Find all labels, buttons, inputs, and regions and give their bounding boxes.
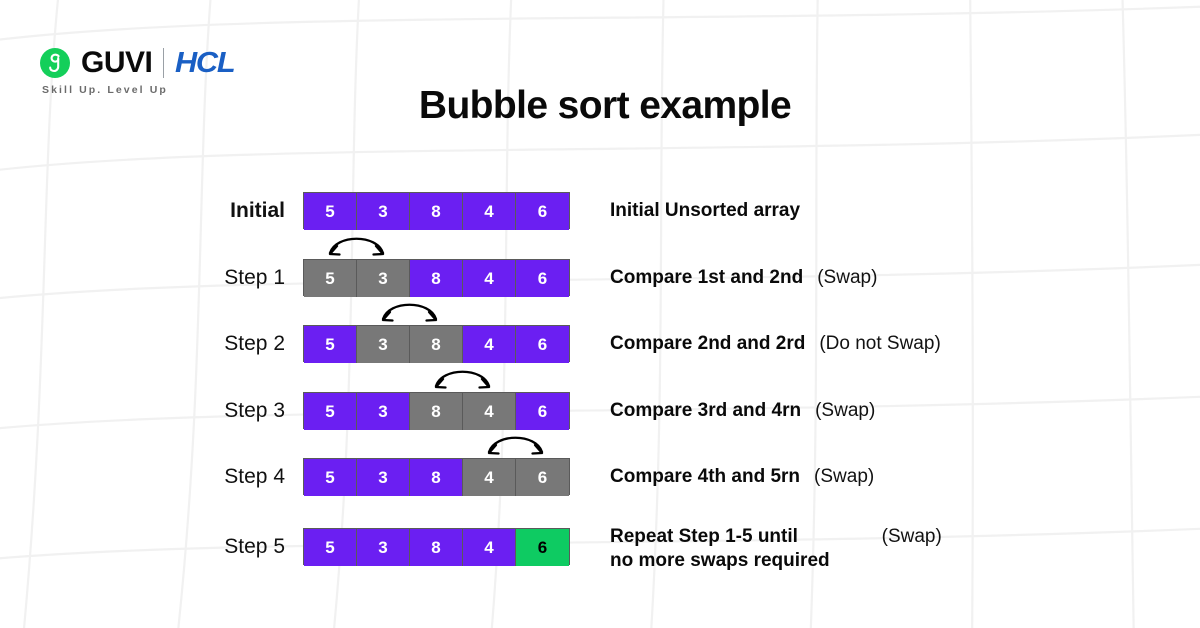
- step-description-group: Compare 1st and 2nd (Swap): [610, 259, 877, 296]
- array-cell: 6: [516, 326, 569, 363]
- array-cell: 8: [410, 260, 463, 297]
- array-cell: 5: [304, 326, 357, 363]
- array-cell: 8: [410, 393, 463, 430]
- step-description-group: Compare 4th and 5rn (Swap): [610, 458, 874, 495]
- array-cell: 5: [304, 193, 357, 230]
- swap-arrow-icon: [381, 303, 437, 322]
- array-cell: 5: [304, 260, 357, 297]
- step-description: Initial Unsorted array: [610, 199, 801, 221]
- swap-note: (Swap): [814, 465, 875, 487]
- step-description-group: Compare 3rd and 4rn (Swap): [610, 392, 875, 429]
- array-cell: 6: [516, 393, 569, 430]
- array-cell: 8: [410, 326, 463, 363]
- swap-note: (Swap): [881, 526, 942, 547]
- array-cell: 4: [463, 260, 516, 297]
- array-cell: 8: [410, 529, 463, 566]
- array-cell: 4: [463, 193, 516, 230]
- guvi-g-mark-icon: [40, 48, 70, 78]
- array-cell: 6: [516, 260, 569, 297]
- array-cell: 3: [357, 459, 410, 496]
- brand-divider: [163, 48, 165, 78]
- array-cell: 3: [357, 393, 410, 430]
- step-description: Compare 1st and 2nd: [610, 266, 804, 288]
- array-cell: 6: [516, 529, 569, 566]
- step-label: Step 4: [224, 465, 285, 488]
- swap-arrow-icon: [434, 370, 490, 389]
- step-label: Step 2: [224, 332, 285, 355]
- step-label: Initial: [230, 199, 285, 222]
- step-description: Compare 2nd and 2rd: [610, 332, 806, 354]
- array-cell: 4: [463, 529, 516, 566]
- array-cell: 8: [410, 193, 463, 230]
- step-description: Compare 3rd and 4rn: [610, 399, 802, 421]
- swap-arrow-icon: [328, 237, 384, 256]
- swap-note: (Do not Swap): [819, 332, 941, 354]
- swap-note: (Swap): [817, 266, 878, 288]
- array-cell: 8: [410, 459, 463, 496]
- array-cell: 4: [463, 459, 516, 496]
- array-cell: 4: [463, 393, 516, 430]
- array-cell: 5: [304, 393, 357, 430]
- array-cell: 6: [516, 459, 569, 496]
- page-title: Bubble sort example: [418, 84, 792, 127]
- step-description-group: Compare 2nd and 2rd (Do not Swap): [610, 325, 941, 362]
- array-cell: 5: [304, 459, 357, 496]
- guvi-wordmark: GUVI: [81, 46, 153, 79]
- array-cell: 3: [357, 193, 410, 230]
- brand-row: GUVI HCL: [40, 46, 236, 80]
- array-cell: 5: [304, 529, 357, 566]
- step-description-group: Initial Unsorted array: [610, 192, 800, 229]
- step-label: Step 1: [224, 266, 285, 289]
- array-cell: 6: [516, 193, 569, 230]
- step-label: Step 5: [224, 535, 285, 558]
- step-description: Compare 4th and 5rn: [610, 465, 801, 487]
- hcl-wordmark: HCL: [175, 46, 236, 79]
- array-cell: 4: [463, 326, 516, 363]
- step-label: Step 3: [224, 399, 285, 422]
- array-cell: 3: [357, 529, 410, 566]
- swap-note: (Swap): [815, 399, 876, 421]
- array-cell: 3: [357, 326, 410, 363]
- array-cell: 3: [357, 260, 410, 297]
- swap-arrow-icon: [487, 436, 543, 455]
